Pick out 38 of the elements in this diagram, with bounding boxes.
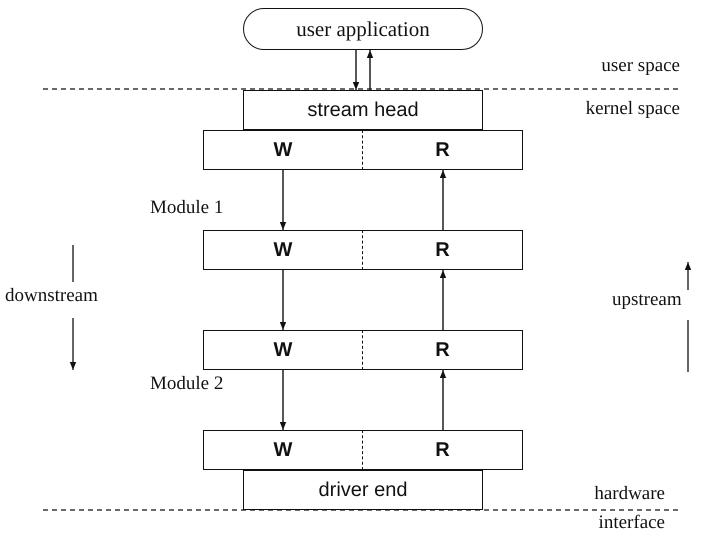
arrow xyxy=(280,370,286,430)
node-label: driver end xyxy=(318,478,408,502)
process-box xyxy=(243,470,483,510)
write-queue-box xyxy=(203,230,363,270)
region-label: hardware xyxy=(594,483,665,505)
node-label: R xyxy=(435,338,450,362)
node-label: W xyxy=(274,138,292,162)
application-box xyxy=(243,8,483,50)
arrow xyxy=(352,50,360,90)
arrow xyxy=(440,270,446,330)
node-label: W xyxy=(274,338,292,362)
arrow xyxy=(440,370,446,430)
node-label: W xyxy=(274,238,292,262)
node-label: R xyxy=(435,438,450,462)
region-label: kernel space xyxy=(586,98,680,120)
region-label: upstream xyxy=(612,289,682,311)
read-queue-box xyxy=(363,130,523,170)
region-label: interface xyxy=(598,512,665,534)
node-label: R xyxy=(435,238,450,262)
write-queue-box xyxy=(203,130,363,170)
node-label: stream head xyxy=(307,98,419,122)
read-queue-box xyxy=(363,430,523,470)
arrow xyxy=(280,270,286,330)
process-box xyxy=(243,90,483,130)
region-label: Module 2 xyxy=(150,373,224,395)
node-label: W xyxy=(274,438,292,462)
arrow xyxy=(366,50,374,90)
arrow xyxy=(280,170,286,230)
region-label: Module 1 xyxy=(150,197,224,219)
region-label: downstream xyxy=(5,285,98,307)
node-label: R xyxy=(435,138,450,162)
region-label: user space xyxy=(601,55,680,77)
read-queue-box xyxy=(363,230,523,270)
write-queue-box xyxy=(203,330,363,370)
read-queue-box xyxy=(363,330,523,370)
write-queue-box xyxy=(203,430,363,470)
node-label: user application xyxy=(296,16,430,42)
arrow xyxy=(440,170,446,230)
